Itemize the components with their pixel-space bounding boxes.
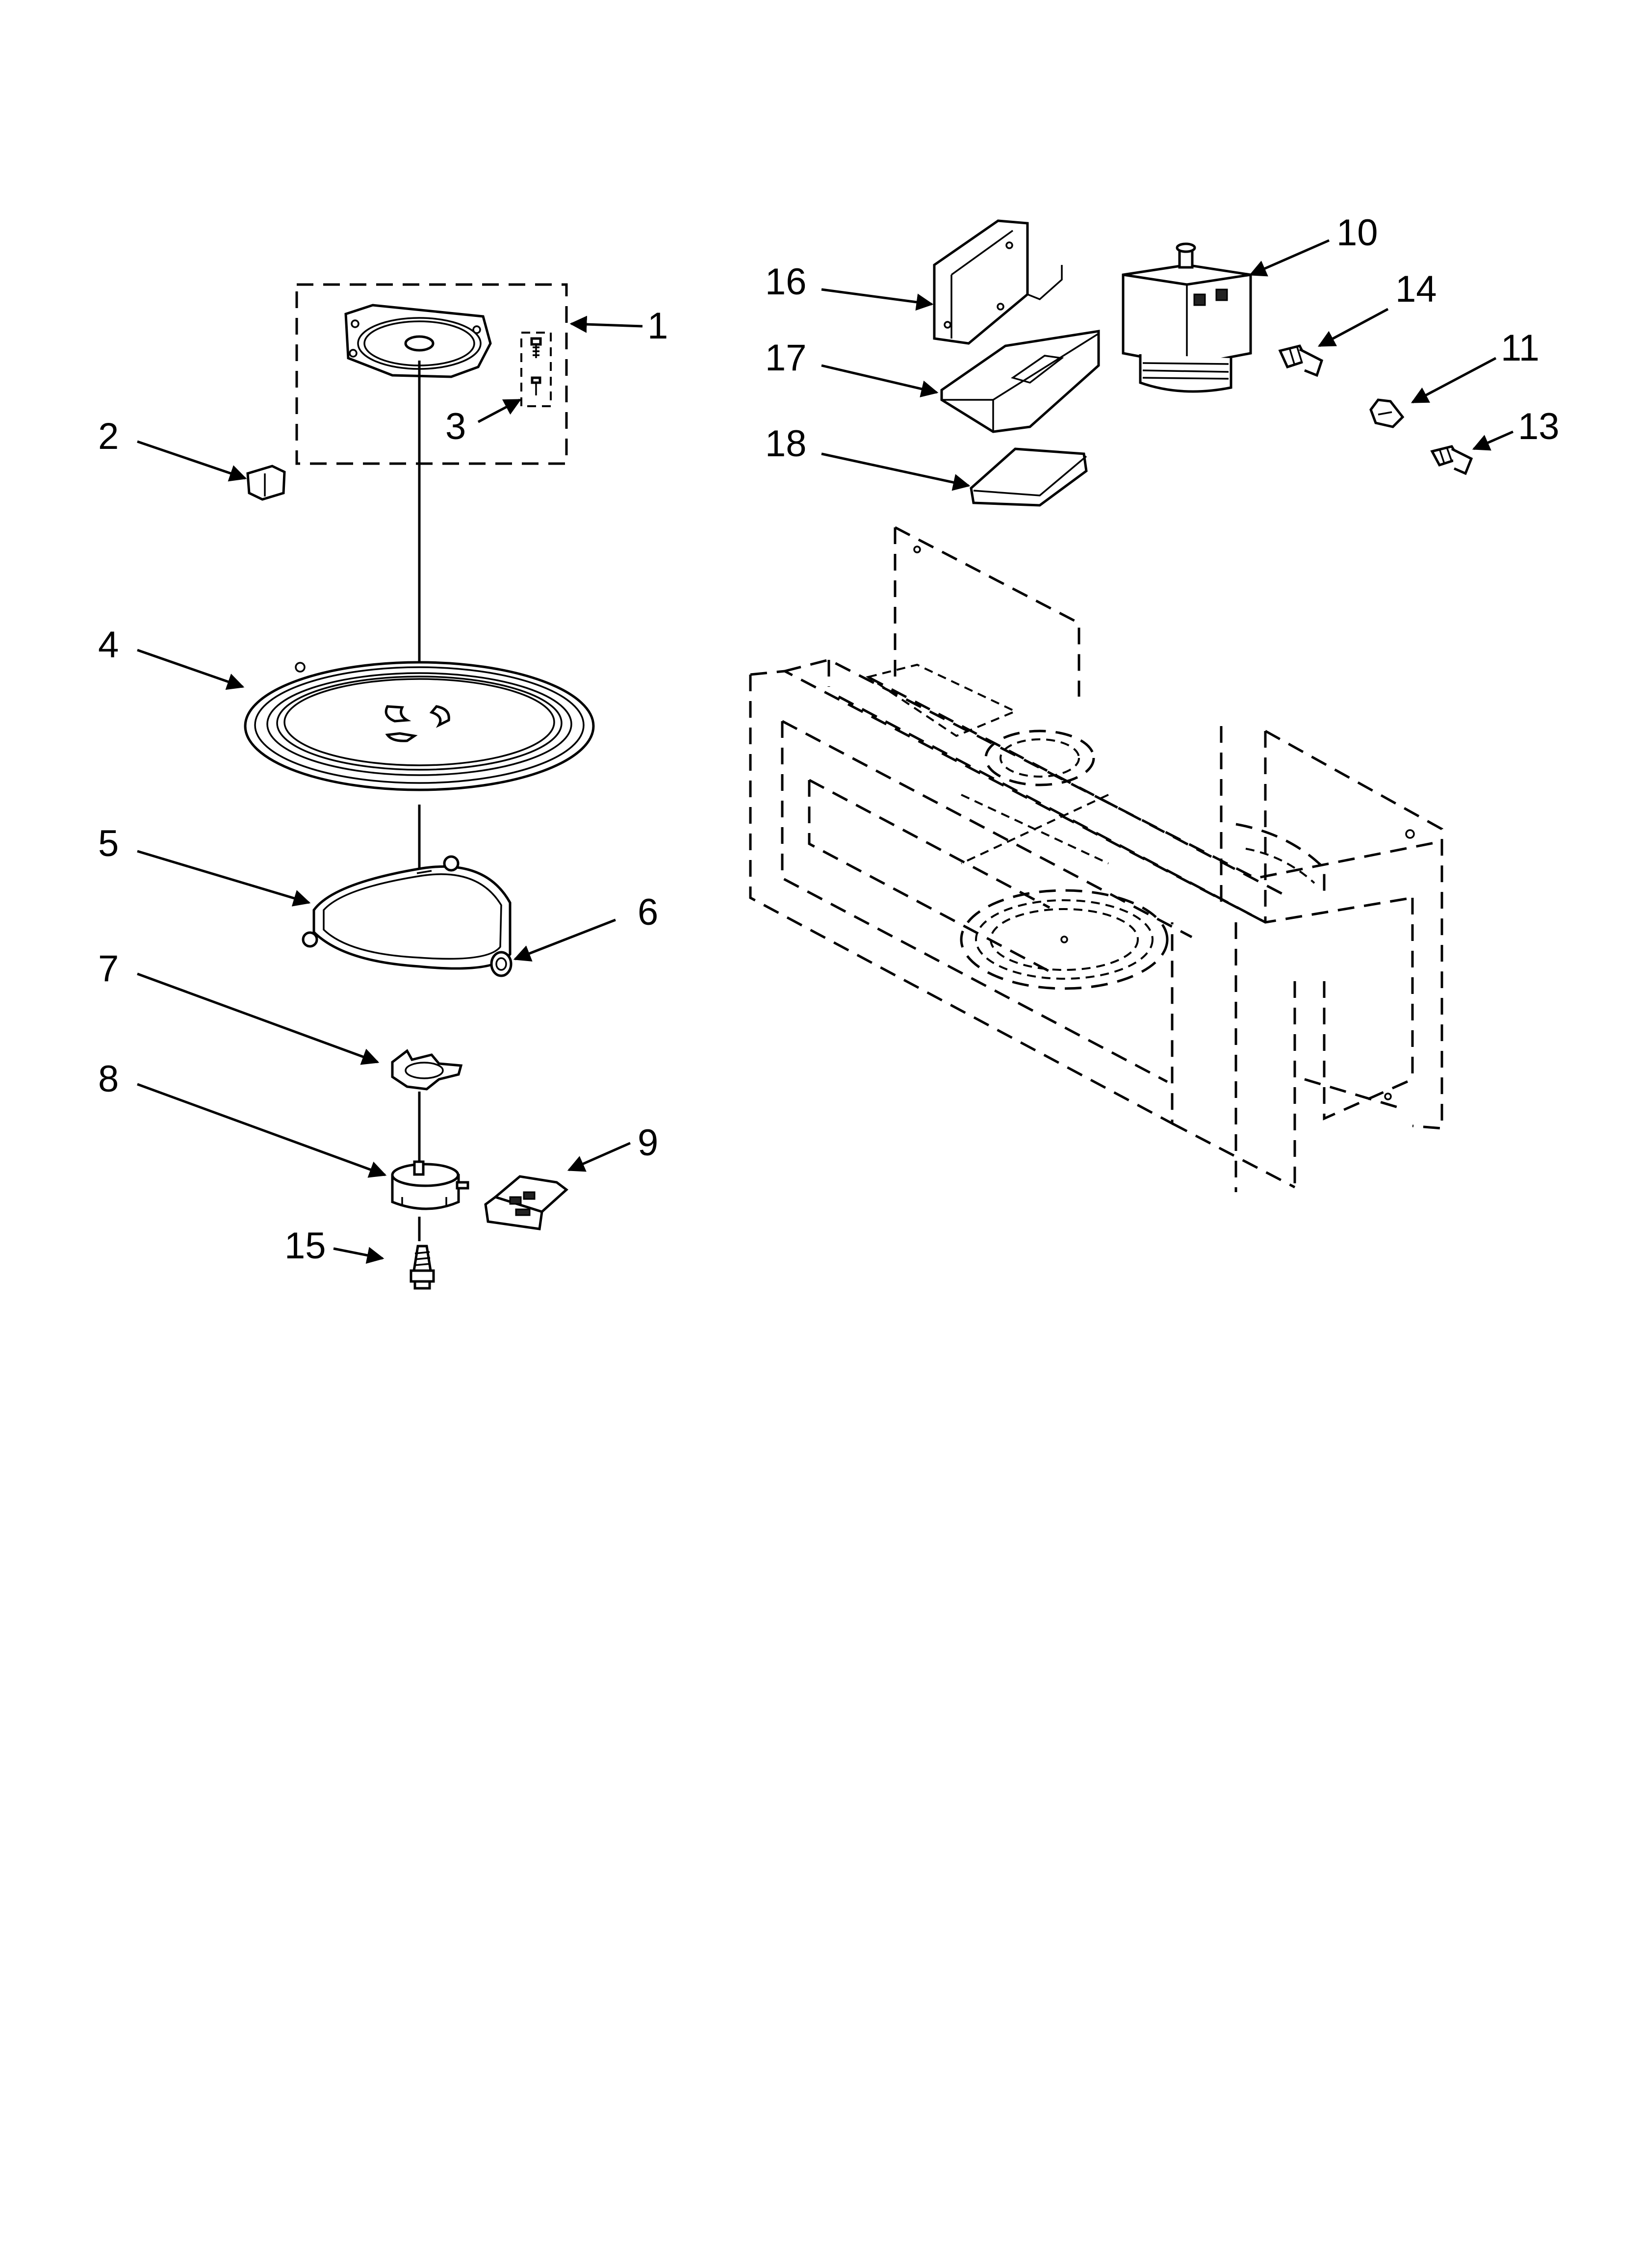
callout-15: 15 [284,1225,326,1267]
screw-part-13[interactable] [1430,445,1473,475]
callout-leader-lines [137,239,1514,1264]
callout-8: 8 [98,1058,119,1100]
callout-11: 11 [1501,327,1539,369]
shield-part-18[interactable] [970,447,1088,507]
bracket-part-16[interactable] [933,219,1063,345]
hub-plate-part[interactable] [344,304,492,378]
clip-part-2[interactable] [246,465,286,501]
callout-10: 10 [1336,212,1378,254]
glass-tray-part[interactable] [244,661,595,791]
magnetron-part[interactable] [1122,242,1252,393]
callout-6: 6 [638,891,658,933]
clip-part-11[interactable] [1369,398,1405,428]
coupler-part[interactable] [391,1049,463,1091]
callout-14: 14 [1395,268,1437,310]
switch-bracket-part[interactable] [484,1175,568,1230]
callout-3: 3 [445,406,466,447]
callout-2: 2 [98,416,119,457]
kit-3-dashed-box [520,332,552,407]
callout-18: 18 [765,423,807,465]
screw-part-15[interactable] [410,1245,435,1290]
screw-part-14[interactable] [1278,344,1324,377]
callout-9: 9 [638,1122,658,1164]
turntable-motor-part[interactable] [391,1160,469,1210]
callout-7: 7 [98,948,119,990]
callout-17: 17 [765,337,807,379]
callout-16: 16 [765,261,807,303]
callout-4: 4 [98,624,119,666]
waveguide-part-17[interactable] [940,330,1100,433]
roller-ring-part[interactable] [302,855,512,970]
microwave-cavity-outline [749,526,1443,1192]
callout-1: 1 [647,305,668,347]
screw-part-3[interactable] [530,337,542,395]
kit-1-dashed-box [295,283,568,465]
callout-5: 5 [98,823,119,864]
roller-wheel-part[interactable] [490,951,513,977]
callout-13: 13 [1518,406,1560,447]
